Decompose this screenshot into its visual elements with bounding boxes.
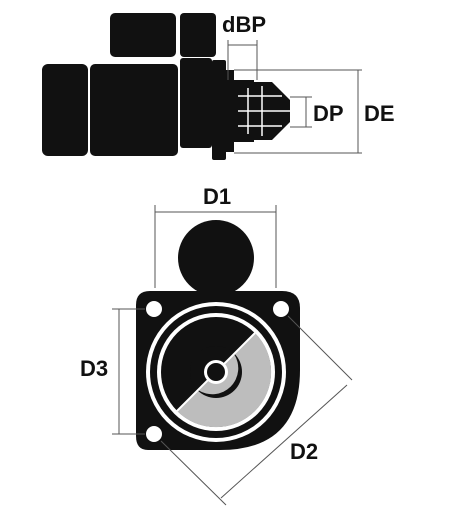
motor-body bbox=[90, 64, 178, 156]
de-dimension bbox=[234, 69, 362, 154]
motor-end-cap bbox=[42, 64, 88, 156]
d1-dimension bbox=[154, 205, 277, 288]
mounting-flange bbox=[212, 60, 226, 160]
solenoid-right bbox=[180, 13, 216, 57]
d2-label: D2 bbox=[290, 439, 318, 464]
dbp-dimension bbox=[227, 40, 258, 80]
hole-bottom-left bbox=[144, 424, 164, 444]
d3-dimension bbox=[112, 308, 145, 435]
solenoid-left bbox=[110, 13, 176, 57]
drive-housing bbox=[180, 58, 212, 148]
hole-top-left bbox=[144, 299, 164, 319]
d1-label: D1 bbox=[203, 184, 231, 209]
flange-lip bbox=[226, 70, 234, 152]
d2-dimension bbox=[160, 315, 353, 506]
front-view: D1 D3 bbox=[80, 184, 353, 506]
dbp-label: dBP bbox=[222, 12, 266, 37]
shaft bbox=[207, 363, 225, 381]
dp-label: DP bbox=[313, 101, 344, 126]
hole-top-right bbox=[271, 299, 291, 319]
side-view: dBP DP DE bbox=[42, 12, 395, 160]
d3-label: D3 bbox=[80, 356, 108, 381]
de-label: DE bbox=[364, 101, 395, 126]
dp-dimension bbox=[290, 96, 312, 128]
solenoid-front bbox=[178, 220, 254, 296]
mounting-holes bbox=[144, 299, 291, 444]
pinion-teeth bbox=[238, 86, 290, 136]
